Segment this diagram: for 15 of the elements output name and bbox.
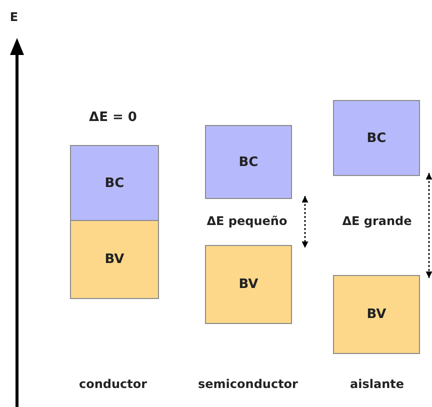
- conduction-band-box: BC: [70, 145, 159, 221]
- material-label: conductor: [78, 377, 148, 391]
- gap-label: ΔE grande: [342, 214, 412, 228]
- valence-band-box: BV: [70, 220, 159, 299]
- gap-label: ΔE pequeño: [206, 214, 288, 228]
- valence-band-box: BV: [333, 275, 420, 354]
- double-arrow: [302, 196, 308, 248]
- material-label: semiconductor: [198, 377, 298, 391]
- valence-band-box: BV: [205, 245, 292, 324]
- conduction-band-box: BC: [205, 125, 292, 199]
- double-arrow: [426, 173, 432, 278]
- material-label: aislante: [350, 377, 404, 391]
- gap-label: ΔE = 0: [89, 110, 137, 125]
- conduction-band-box: BC: [333, 100, 420, 176]
- axis-label: E: [10, 10, 18, 24]
